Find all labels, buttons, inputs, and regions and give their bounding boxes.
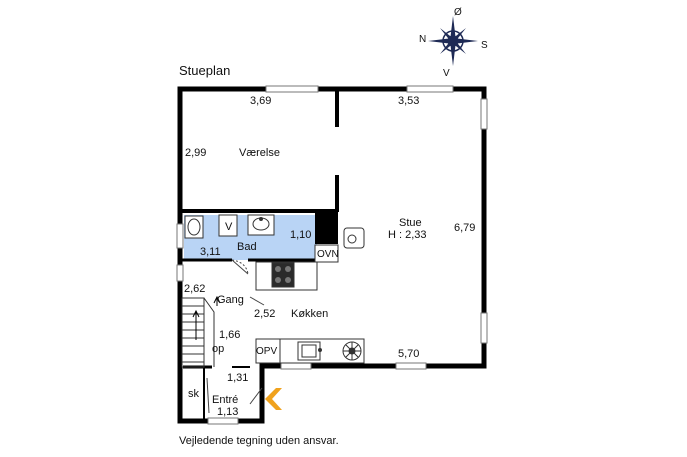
bad-width: 3,11	[200, 246, 221, 258]
oven-box	[314, 244, 339, 263]
bathroom-fixtures	[184, 214, 275, 239]
vaerelse-width: 3,69	[250, 95, 272, 107]
entre-name: Entré	[212, 394, 239, 406]
compass-rose	[428, 16, 478, 66]
bad-depth: 1,10	[290, 229, 312, 241]
vaerelse-depth: 2,99	[185, 147, 207, 159]
entre-width: 1,13	[217, 406, 239, 418]
compass-north-label: Ø	[454, 7, 462, 18]
vanity	[218, 214, 238, 237]
vanity-label: V	[225, 221, 233, 233]
windows	[176, 85, 488, 425]
stairs	[181, 295, 221, 368]
bad-name: Bad	[237, 241, 257, 253]
gang-length: 2,62	[184, 283, 206, 295]
entry-arrow	[265, 388, 282, 410]
plan-title: Stueplan	[179, 63, 231, 78]
gang-name: Gang	[217, 294, 244, 306]
wardrobe-block	[317, 212, 338, 244]
koekken-depth: 2,52	[254, 308, 276, 320]
oven-label: OVN	[317, 249, 339, 260]
fridge-cabinet	[255, 338, 281, 364]
stue-height: H : 2,33	[388, 229, 427, 241]
stue-name: Stue	[399, 217, 422, 229]
disclaimer: Vejledende tegning uden ansvar.	[179, 435, 339, 447]
dishwasher-label: OPV	[256, 346, 278, 357]
stue-depth: 6,79	[454, 222, 476, 234]
wood-stove	[343, 227, 365, 249]
doors	[206, 259, 265, 414]
stue-bottom-width: 5,70	[398, 348, 420, 360]
skab-label: sk	[188, 388, 199, 400]
kitchen-fixtures	[255, 244, 365, 364]
stue-width: 3,53	[398, 95, 420, 107]
stair-length: 1,66	[219, 329, 241, 341]
koekken-name: Køkken	[291, 308, 329, 320]
compass-east-label: S	[481, 40, 488, 51]
entre-depth: 1,31	[227, 372, 249, 384]
compass-west-label: N	[419, 34, 427, 45]
stove	[271, 262, 295, 288]
vaerelse-name: Værelse	[239, 147, 280, 159]
compass-south-label: V	[443, 68, 450, 79]
stair-direction: op	[212, 343, 225, 355]
